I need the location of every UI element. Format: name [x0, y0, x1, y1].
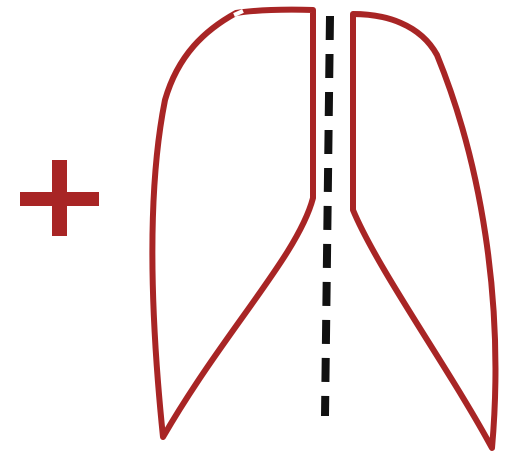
- dashed-midline: [325, 16, 330, 416]
- plus-icon: [20, 160, 99, 236]
- left-lung-outline: [152, 10, 313, 437]
- right-lung-outline: [353, 14, 495, 448]
